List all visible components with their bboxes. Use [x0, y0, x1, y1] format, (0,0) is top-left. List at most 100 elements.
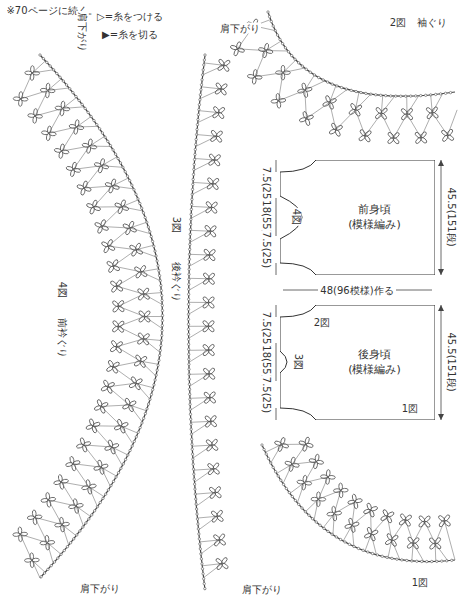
petal [73, 460, 81, 465]
mesh-line [136, 245, 156, 257]
mesh-line [202, 564, 222, 578]
clover-motif [328, 122, 344, 138]
chain-stitch [126, 175, 128, 177]
chain-stitch [290, 54, 292, 56]
mesh-line [48, 500, 76, 525]
chain-stitch [46, 61, 48, 63]
petal [210, 420, 218, 427]
mesh-line [49, 108, 77, 133]
chain-stitch [322, 79, 324, 81]
petal [344, 524, 352, 529]
chain-stitch [196, 123, 198, 125]
petal [446, 128, 453, 136]
petal [136, 248, 144, 255]
clover-motif [418, 515, 431, 528]
chain-stitch [93, 119, 95, 121]
mesh-line [381, 113, 407, 138]
clover-motif [214, 82, 228, 96]
chain-stitch [192, 458, 194, 460]
chain-stitch [187, 333, 189, 335]
chain-stitch [315, 521, 317, 523]
chain-stitch [105, 493, 107, 495]
petal [89, 144, 97, 149]
chain-stitch [191, 443, 193, 445]
clover-motif [109, 279, 123, 293]
chain-stitch [114, 153, 116, 155]
chain-stitch [190, 438, 192, 440]
clover-motif [207, 462, 221, 476]
piece-shape [280, 305, 435, 420]
petal [393, 132, 401, 139]
clover-motif [212, 533, 226, 547]
chain-stitch [187, 318, 189, 320]
piece-text-box: 前身頃(模様編み) [320, 160, 429, 275]
petal [213, 159, 220, 167]
chart-label: 1図 [411, 577, 429, 588]
chain-stitch [107, 489, 109, 491]
petal [134, 383, 141, 391]
dimension-label: 18(55) [261, 344, 272, 379]
petal [214, 491, 222, 498]
petal [328, 475, 335, 479]
chain-stitch [198, 533, 200, 535]
petal [93, 422, 101, 428]
chart-label: 肩下がり [241, 583, 283, 594]
chain-stitch [40, 576, 42, 578]
petal [420, 131, 427, 139]
chain-stitch [147, 403, 149, 405]
chain-stitch [43, 572, 45, 574]
clover-motif [105, 359, 120, 374]
chain-stitch [142, 212, 144, 214]
chain-stitch [188, 358, 190, 360]
chain-stitch [78, 99, 80, 101]
clover-motif [112, 300, 125, 313]
chain-stitch [69, 542, 71, 544]
petal [97, 399, 103, 407]
mesh-line [265, 444, 281, 462]
edge-line [268, 12, 455, 96]
petal [99, 467, 104, 475]
chain-stitch [190, 203, 192, 205]
chain-stitch [355, 90, 357, 92]
mesh-line [196, 135, 217, 147]
chain-stitch [396, 558, 398, 560]
chain-stitch [193, 478, 195, 480]
chain-stitch [96, 123, 98, 125]
chain-stitch [426, 560, 428, 562]
petal [33, 517, 37, 524]
chain-stitch [75, 95, 77, 97]
petal [335, 125, 343, 132]
chain-stitch [49, 65, 51, 67]
petal [221, 562, 229, 569]
clover-motif [208, 153, 222, 167]
chain-stitch [63, 549, 65, 551]
petal [139, 360, 146, 368]
mesh-line [355, 110, 381, 136]
petal [101, 464, 109, 469]
chain-stitch [161, 309, 163, 311]
mesh-line [130, 222, 151, 233]
chain-stitch [188, 368, 190, 370]
chain-stitch [189, 238, 191, 240]
chain-stitch [154, 379, 156, 381]
petal [341, 488, 348, 492]
clover-motif [93, 218, 110, 235]
mesh-line [117, 272, 144, 294]
chain-stitch [272, 25, 274, 27]
mesh-line [412, 543, 424, 562]
chain-stitch [98, 128, 100, 130]
petal [406, 108, 413, 116]
petal [209, 230, 216, 238]
lace-band [229, 11, 457, 145]
chain-stitch [50, 564, 52, 566]
chain-stitch [93, 510, 95, 512]
chain-stitch [99, 501, 101, 503]
petal [49, 132, 56, 137]
mesh-line [62, 127, 90, 151]
chain-stitch [65, 84, 67, 86]
chain-stitch [135, 436, 137, 438]
chain-stitch [149, 231, 151, 233]
chain-stitch [161, 334, 163, 336]
mesh-line [73, 146, 101, 169]
mesh-line [191, 421, 211, 434]
